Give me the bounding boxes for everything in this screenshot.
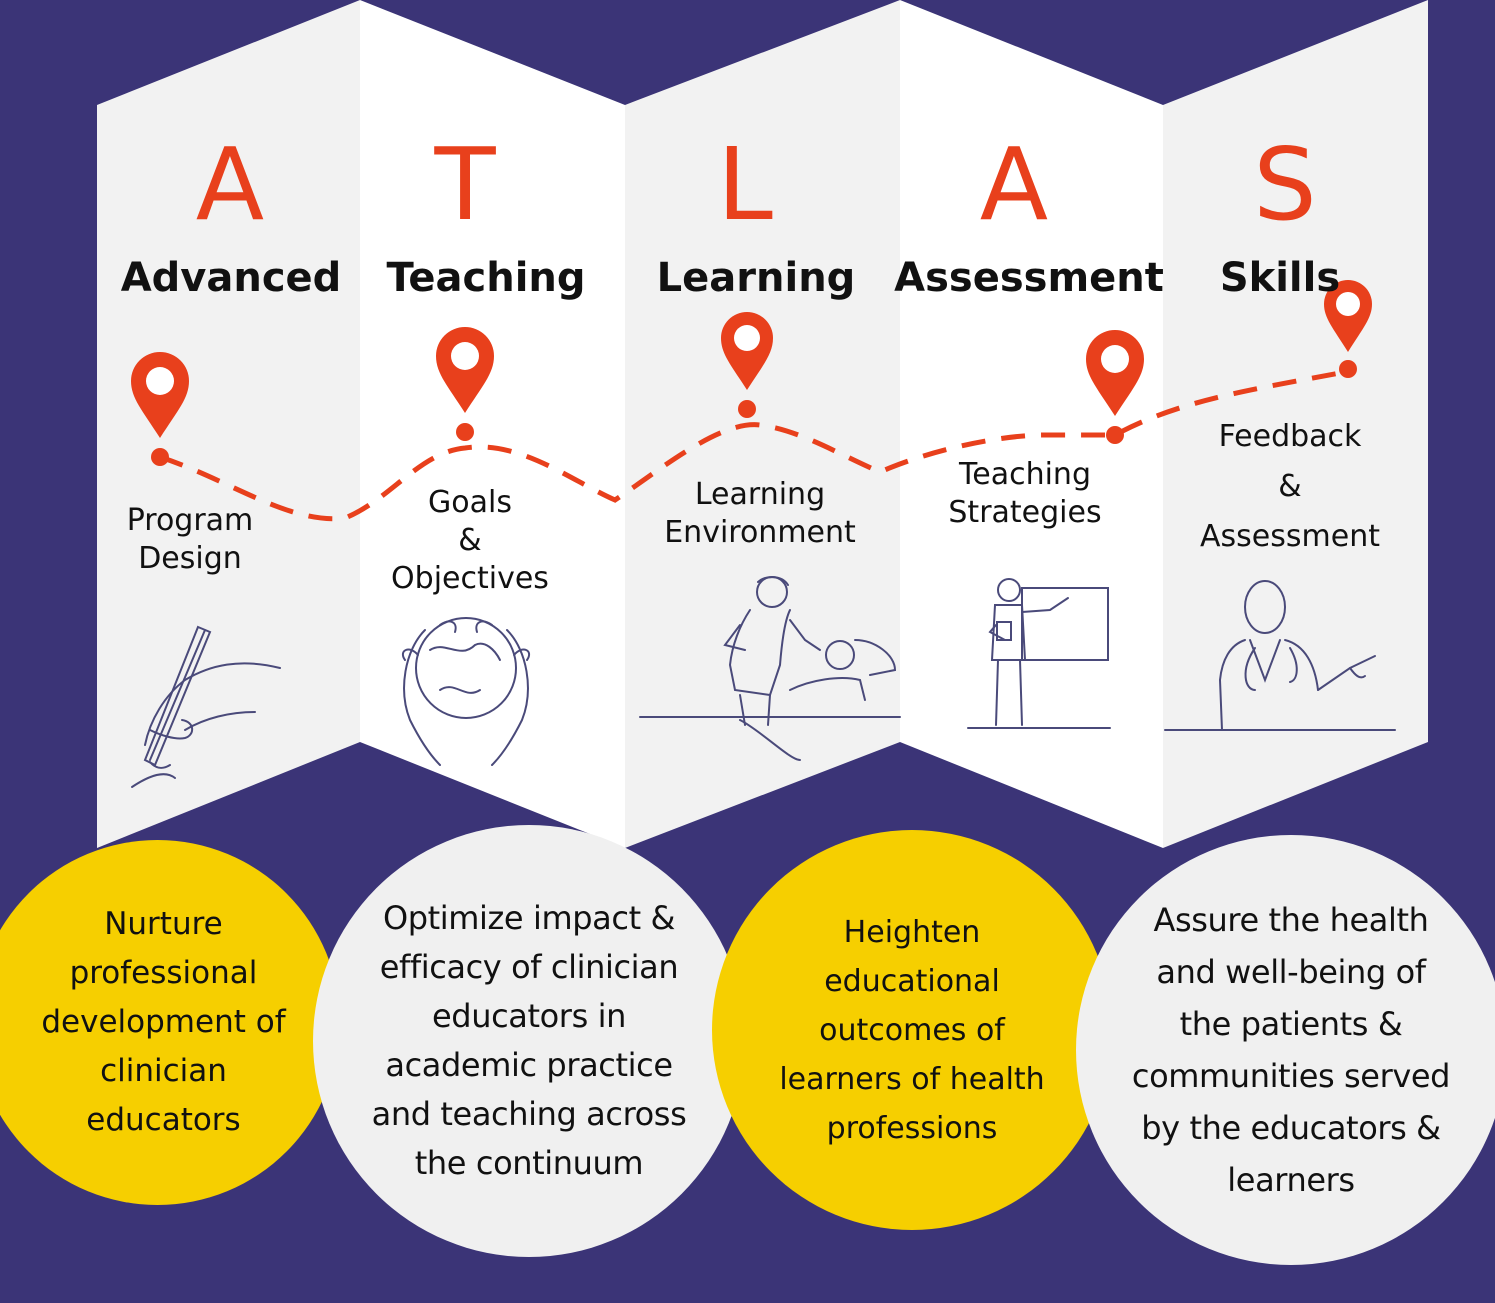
map-panel-assessment xyxy=(900,0,1163,848)
route-dot xyxy=(1106,426,1124,444)
acronym-word: Learning xyxy=(656,255,856,301)
acronym-word: Teaching xyxy=(386,255,586,301)
map-panel-learning xyxy=(625,0,900,848)
stop-label-feedback-assessment: Feedback & Assessment xyxy=(1200,419,1380,554)
acronym-word: Skills xyxy=(1219,255,1341,301)
acronym-letter: L xyxy=(717,126,773,243)
doctor-icon xyxy=(1164,580,1396,731)
stop-label-goals-objectives: Goals & Objectives xyxy=(391,485,549,596)
goal-text: Heighten educational outcomes of learner… xyxy=(779,914,1045,1146)
acronym-letter: S xyxy=(1253,126,1317,243)
goal-circle-yellow: Heighten educational outcomes of learner… xyxy=(712,830,1112,1230)
map-panel-teaching xyxy=(360,0,625,848)
nurse-patient-icon xyxy=(639,576,901,761)
goal-text: Optimize impact & efficacy of clinician … xyxy=(371,899,687,1182)
acronym-word: Assessment xyxy=(894,255,1164,301)
goal-text: Assure the health and well-being of the … xyxy=(1131,901,1451,1199)
map-pin-icon xyxy=(436,327,494,413)
map-pin-icon xyxy=(1086,330,1144,416)
acronym-word: Advanced xyxy=(120,255,342,301)
goal-circle-gray: Optimize impact & efficacy of clinician … xyxy=(313,825,745,1257)
map-panel-advanced xyxy=(97,0,360,848)
route-dot xyxy=(738,400,756,418)
map-panel-skills xyxy=(1163,0,1428,848)
route-dot xyxy=(1339,360,1357,378)
route-dot xyxy=(456,423,474,441)
goal-circle-yellow: Nurture professional development of clin… xyxy=(0,840,340,1205)
dashed-route xyxy=(159,369,1346,522)
teacher-board-icon xyxy=(967,578,1111,729)
map-pin-icon xyxy=(131,352,189,438)
stop-label-learning-environment: Learning Environment xyxy=(664,477,856,550)
acronym-letter: A xyxy=(195,126,265,243)
route-dot xyxy=(151,448,169,466)
map-pin-icon xyxy=(1324,280,1372,352)
map-pin-icon xyxy=(721,312,773,390)
acronym-letter: A xyxy=(979,126,1049,243)
goal-text: Nurture professional development of clin… xyxy=(41,906,286,1138)
hands-globe-icon xyxy=(401,617,531,766)
stop-label-teaching-strategies: Teaching Strategies xyxy=(948,457,1102,530)
hand-writing-icon xyxy=(131,625,281,788)
acronym-letter: T xyxy=(434,126,496,243)
goal-circle-gray: Assure the health and well-being of the … xyxy=(1076,835,1495,1265)
stop-label-program-design: Program Design xyxy=(126,503,254,576)
